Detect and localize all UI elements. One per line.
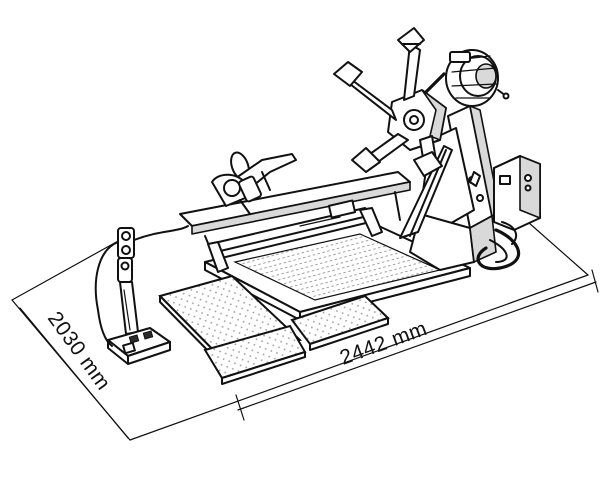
motor [445, 49, 510, 107]
ramp-left [158, 274, 307, 385]
depth-dimension-label: 2030 mm [43, 307, 115, 394]
wheel-clamp [333, 27, 447, 177]
dimension-depth-line [19, 307, 129, 439]
tool-arm [211, 151, 297, 215]
ramp-right [290, 294, 390, 351]
hydraulic-hoses [476, 221, 521, 271]
control-pedestal [94, 225, 189, 365]
electrical-box [493, 155, 541, 231]
dimension-width-line [235, 269, 599, 421]
horizontal-beam [179, 171, 411, 273]
